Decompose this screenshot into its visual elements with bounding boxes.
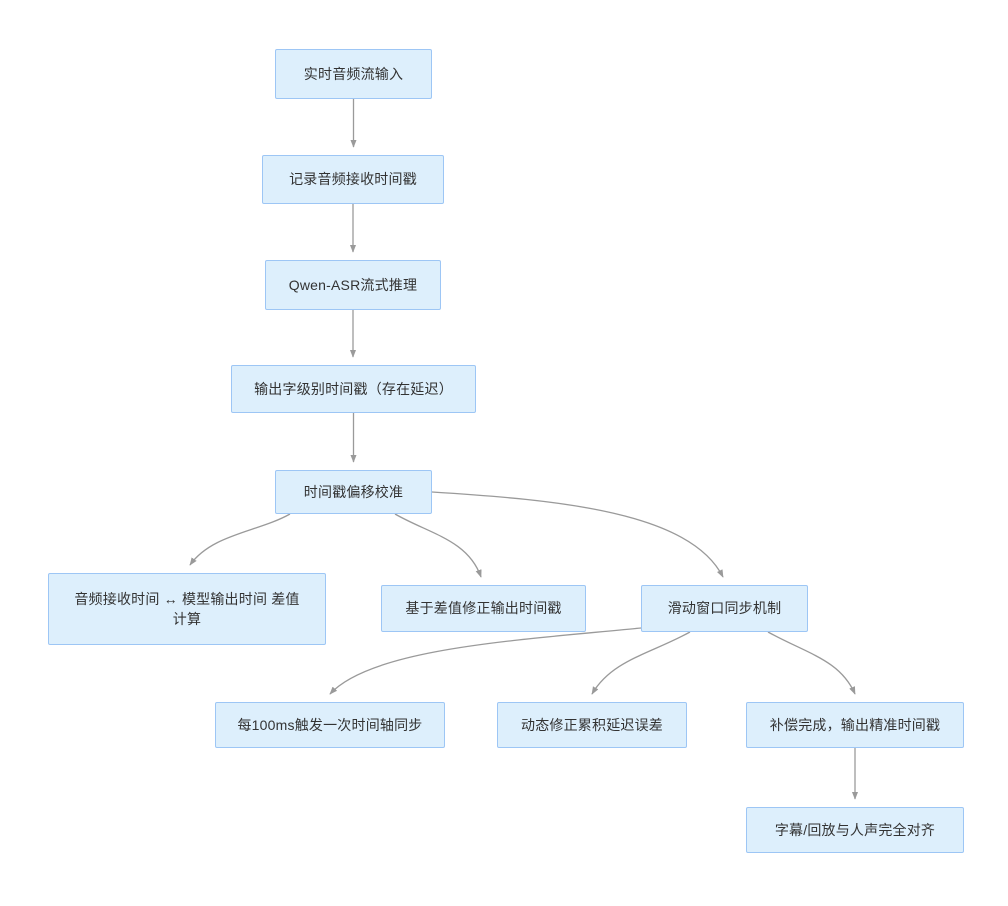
node-label: 滑动窗口同步机制 <box>667 600 782 617</box>
node-sliding-window-sync[interactable]: 滑动窗口同步机制 <box>641 585 808 632</box>
node-record-audio-receive-timestamp[interactable]: 记录音频接收时间戳 <box>262 155 444 204</box>
node-timestamp-offset-calibration[interactable]: 时间戳偏移校准 <box>275 470 432 514</box>
node-label: 补偿完成，输出精准时间戳 <box>769 716 941 733</box>
node-label: 每100ms触发一次时间轴同步 <box>237 716 423 733</box>
node-label: 时间戳偏移校准 <box>303 483 404 500</box>
edge-n5-n6 <box>189 513 291 566</box>
node-label: 基于差值修正输出时间戳 <box>405 600 562 617</box>
node-correct-output-timestamp[interactable]: 基于差值修正输出时间戳 <box>381 585 586 632</box>
node-trigger-every-100ms[interactable]: 每100ms触发一次时间轴同步 <box>215 702 445 748</box>
edge-n8-n9 <box>329 627 642 695</box>
node-subtitle-playback-aligned[interactable]: 字幕/回放与人声完全对齐 <box>746 807 964 853</box>
node-label: 动态修正累积延迟误差 <box>521 716 663 733</box>
node-dynamic-correct-accumulated-delay[interactable]: 动态修正累积延迟误差 <box>497 702 687 748</box>
edge-n5-n7 <box>394 513 482 578</box>
edge-n5-n8 <box>431 491 724 578</box>
node-difference-calculation[interactable]: 音频接收时间 ↔ 模型输出时间 差值 计算 <box>48 573 326 645</box>
node-output-word-level-timestamp[interactable]: 输出字级别时间戳（存在延迟） <box>231 365 476 413</box>
node-label: 实时音频流输入 <box>303 65 404 82</box>
edge-n8-n10 <box>591 631 691 695</box>
node-realtime-audio-input[interactable]: 实时音频流输入 <box>275 49 432 99</box>
node-label: 字幕/回放与人声完全对齐 <box>774 821 936 838</box>
node-label: 音频接收时间 ↔ 模型输出时间 差值 计算 <box>74 590 300 627</box>
node-label: Qwen-ASR流式推理 <box>288 276 418 293</box>
node-compensation-complete[interactable]: 补偿完成，输出精准时间戳 <box>746 702 964 748</box>
node-qwen-asr-streaming-inference[interactable]: Qwen-ASR流式推理 <box>265 260 441 310</box>
node-label: 输出字级别时间戳（存在延迟） <box>254 380 453 397</box>
edge-n8-n11 <box>767 631 856 695</box>
node-label: 记录音频接收时间戳 <box>289 171 417 188</box>
